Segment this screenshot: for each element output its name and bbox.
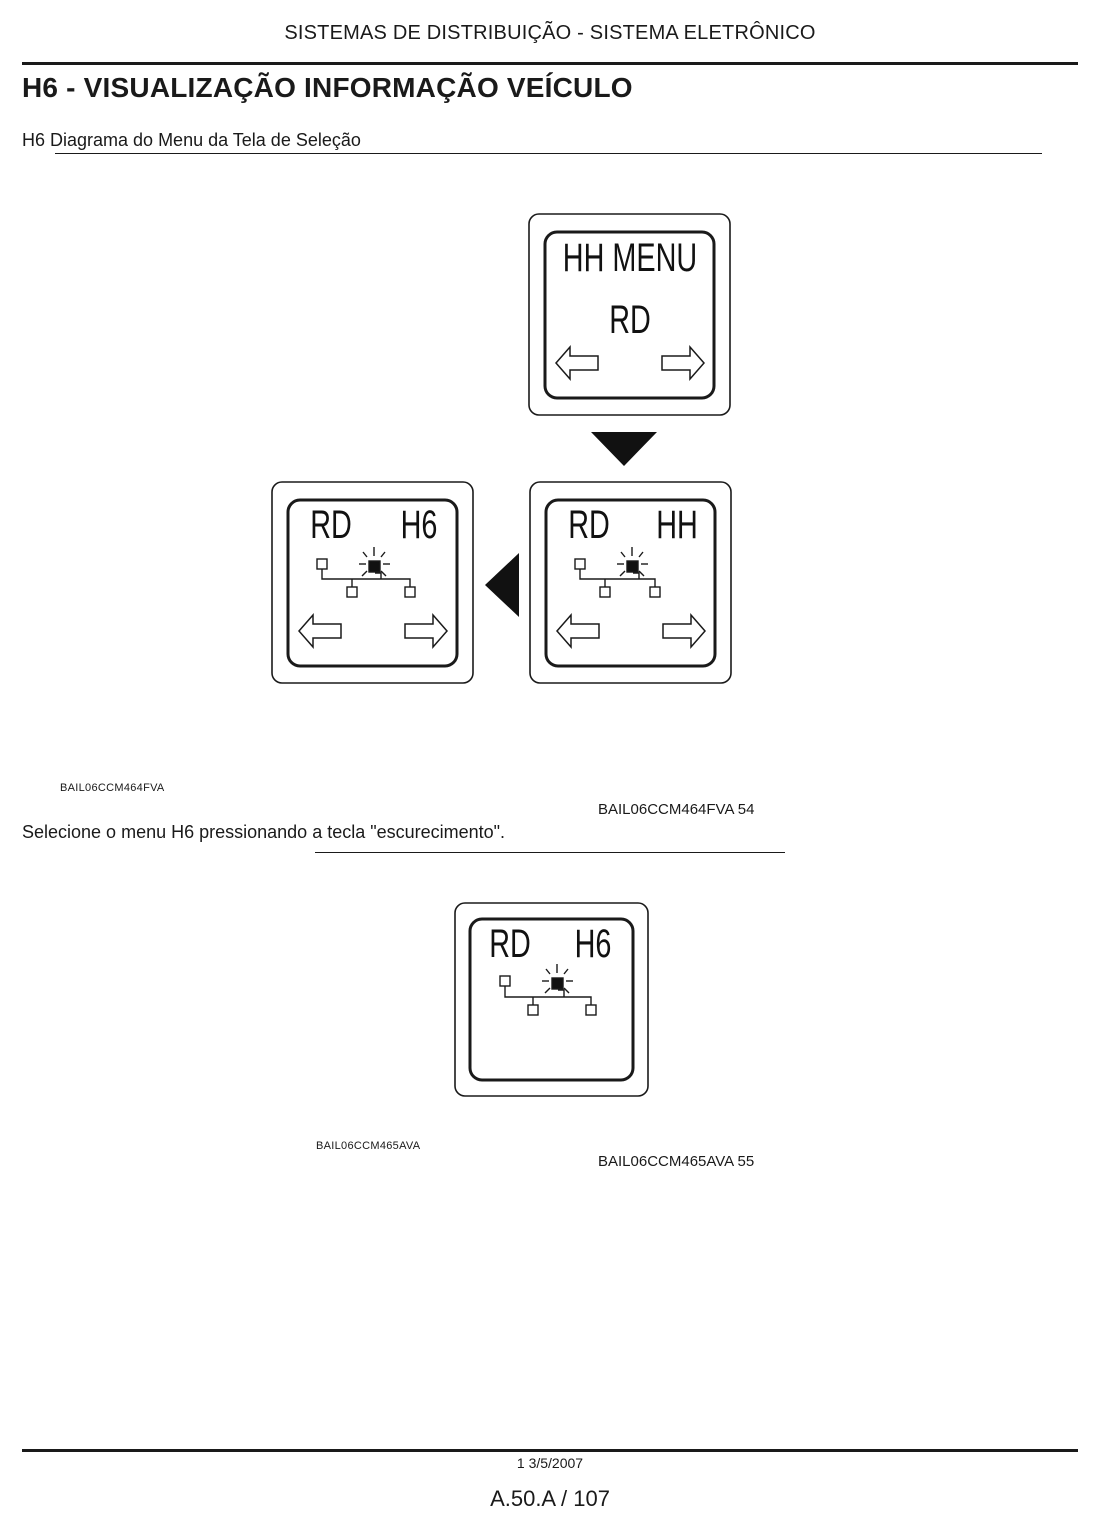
display-screen-rd-hh: RD HH bbox=[529, 481, 732, 684]
footer-date: 1 3/5/2007 bbox=[516, 1455, 584, 1471]
triangle-down-icon bbox=[591, 432, 657, 466]
figure-caption: H6 Diagrama do Menu da Tela de Seleção bbox=[22, 130, 361, 150]
figure-code: BAIL06CCM465AVA bbox=[316, 1140, 421, 1152]
screen-left-label: RD bbox=[489, 921, 531, 966]
screen-left-label: RD bbox=[568, 502, 610, 547]
arrow-right-icon bbox=[404, 613, 448, 649]
arrow-left-icon bbox=[298, 613, 342, 649]
display-screen-hh-menu: HH MENU RD bbox=[528, 213, 731, 416]
screen-line2: RD bbox=[609, 297, 651, 342]
figure-reference: BAIL06CCM465AVA 55 bbox=[598, 1153, 755, 1170]
network-diagnostic-icon bbox=[499, 964, 597, 1016]
triangle-left-icon bbox=[485, 553, 519, 617]
footer-rule bbox=[22, 1449, 1078, 1452]
screen-right-label: H6 bbox=[575, 921, 612, 966]
display-screen-rd-h6-single: RD H6 bbox=[454, 902, 649, 1097]
arrow-left-icon bbox=[555, 345, 599, 381]
arrow-right-icon bbox=[661, 345, 705, 381]
arrow-left-icon bbox=[556, 613, 600, 649]
screen-right-label: HH bbox=[656, 502, 698, 547]
screen-left-label: RD bbox=[310, 502, 352, 547]
figure-reference: BAIL06CCM464FVA 54 bbox=[598, 801, 755, 818]
caption-underline bbox=[55, 153, 1042, 154]
page-number: A.50.A / 107 bbox=[490, 1486, 610, 1511]
display-screen-rd-h6: RD H6 bbox=[271, 481, 474, 684]
instruction-underline bbox=[315, 852, 785, 853]
instruction-text: Selecione o menu H6 pressionando a tecla… bbox=[22, 822, 506, 842]
screen-right-label: H6 bbox=[401, 502, 438, 547]
network-diagnostic-icon bbox=[316, 547, 416, 598]
running-header: SISTEMAS DE DISTRIBUIÇÃO - SISTEMA ELETR… bbox=[284, 22, 816, 44]
screen-line1: HH MENU bbox=[563, 235, 697, 280]
figure-code: BAIL06CCM464FVA bbox=[60, 782, 165, 794]
header-rule bbox=[22, 62, 1078, 65]
arrow-right-icon bbox=[662, 613, 706, 649]
section-title: H6 - VISUALIZAÇÃO INFORMAÇÃO VEÍCULO bbox=[22, 72, 633, 103]
network-diagnostic-icon bbox=[574, 547, 661, 598]
